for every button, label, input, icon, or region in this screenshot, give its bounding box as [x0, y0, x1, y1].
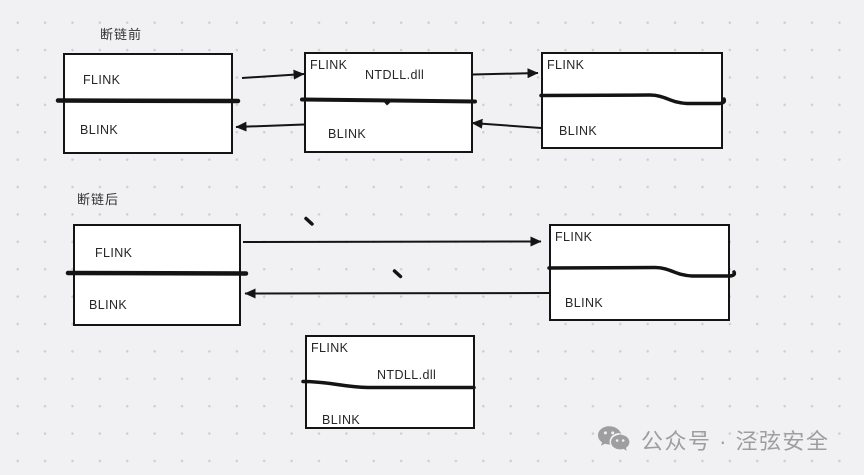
blink-label: BLINK	[80, 123, 119, 137]
node-unlinked-ntdll: FLINK NTDLL.dll BLINK	[305, 335, 475, 429]
after-unlink-label: 断链后	[77, 192, 120, 207]
blink-arrow-right-to-module	[471, 118, 542, 129]
flink-label: FLINK	[83, 73, 121, 87]
ink-mark	[392, 269, 403, 279]
blink-label: BLINK	[565, 296, 604, 310]
blink-label: BLINK	[559, 124, 598, 138]
flink-label: FLINK	[95, 246, 133, 260]
blink-arrow-right-to-left	[244, 288, 550, 299]
blink-arrow-module-to-left	[235, 121, 305, 132]
node-before-module-ntdll: FLINK NTDLL.dll BLINK	[304, 52, 473, 153]
flink-arrow-module-to-right	[472, 68, 539, 79]
node-after-right: FLINK BLINK	[549, 224, 730, 321]
blink-label: BLINK	[322, 413, 361, 427]
flink-label: FLINK	[311, 341, 349, 355]
flink-arrow-left-to-right	[242, 236, 542, 247]
watermark-text: 公众号 · 泾弦安全	[641, 429, 830, 454]
node-before-right: FLINK BLINK	[541, 52, 723, 149]
blink-label: BLINK	[89, 298, 128, 312]
module-name-label: NTDLL.dll	[365, 68, 425, 82]
module-name-label: NTDLL.dll	[377, 368, 437, 382]
ink-mark	[304, 216, 314, 226]
node-after-left: FLINK BLINK	[73, 224, 241, 326]
before-unlink-label: 断链前	[100, 27, 143, 42]
flink-label: FLINK	[547, 58, 585, 72]
watermark: 公众号 · 泾弦安全	[597, 424, 830, 456]
flink-arrow-left-to-module	[241, 69, 305, 80]
blink-label: BLINK	[328, 127, 367, 141]
flink-label: FLINK	[310, 58, 348, 72]
node-before-left: FLINK BLINK	[63, 53, 233, 154]
flink-label: FLINK	[555, 230, 593, 244]
wechat-icon	[598, 426, 630, 451]
